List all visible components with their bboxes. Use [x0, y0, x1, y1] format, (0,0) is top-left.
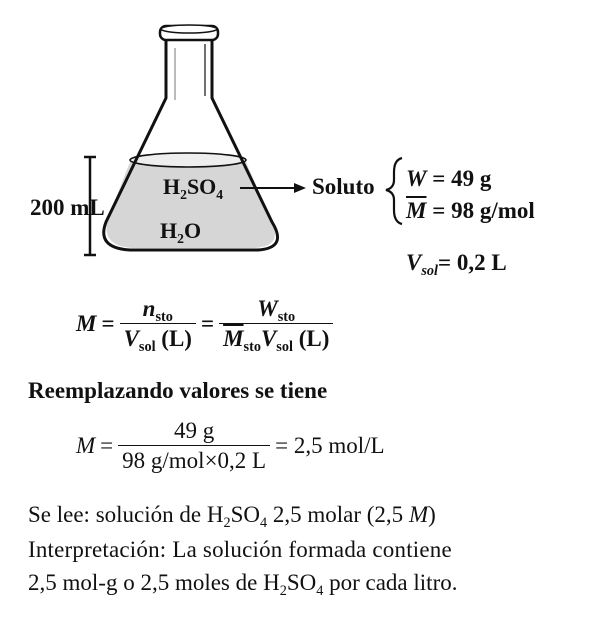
liquid-surface [129, 152, 247, 168]
molar-mass-line: M = 98 g/mol [406, 198, 535, 223]
volume-bracket [84, 155, 96, 257]
flask-mouth [160, 24, 218, 34]
solute-formula-in-flask: H2SO4 [163, 174, 224, 202]
interpretation-line-1: Interpretación: La solución formada cont… [28, 537, 452, 562]
molarity-definition-formula: M = nsto Vsol (L) = Wsto MstoVsol (L) [76, 296, 338, 354]
solute-arrow [240, 183, 306, 193]
volume-label: 200 mL [30, 195, 105, 220]
mass-line: W = 49 g [406, 166, 492, 191]
water-formula-in-flask: H2O [160, 218, 202, 246]
molarity-calculation-formula: M = 49 g 98 g/mol×0,2 L = 2,5 mol/L [76, 418, 385, 473]
solution-liquid [106, 156, 276, 248]
erlenmeyer-flask-illustration [84, 24, 403, 257]
curly-brace [385, 156, 403, 226]
flask-body [102, 40, 280, 252]
interpretation-line-2: 2,5 mol-g o 2,5 moles de H2SO4 por cada … [28, 570, 458, 599]
reading-line: Se lee: solución de H2SO4 2,5 molar (2,5… [28, 502, 436, 531]
replacing-values-text: Reemplazando valores se tiene [28, 378, 328, 403]
soluto-label: Soluto [312, 174, 375, 199]
volume-line: Vsol= 0,2 L [406, 250, 507, 279]
